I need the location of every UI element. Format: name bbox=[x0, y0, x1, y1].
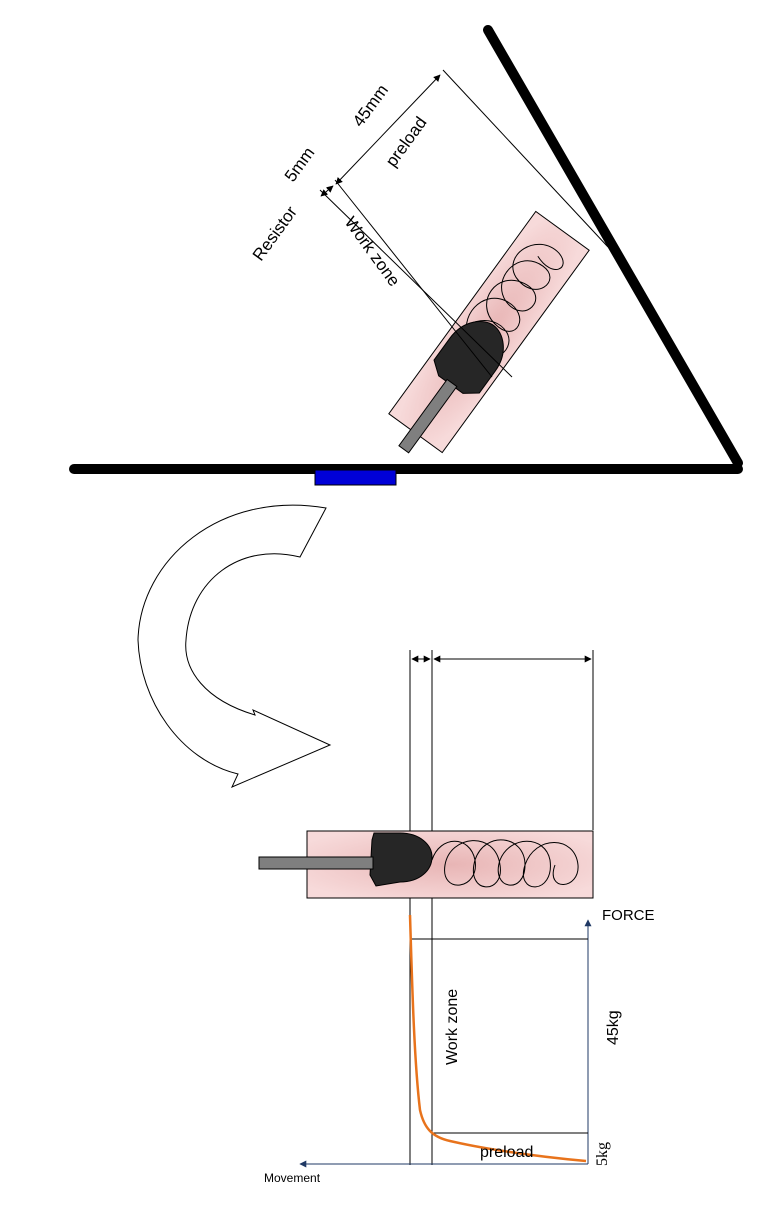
label-preload-top: preload bbox=[382, 113, 431, 170]
label-work-zone-graph: Work zone bbox=[444, 989, 461, 1065]
force-graph: FORCE 45kg 5kg Work zone preload Movemen… bbox=[264, 907, 655, 1185]
plunger-tip-angled bbox=[433, 321, 504, 394]
label-5mm: 5mm bbox=[281, 144, 319, 186]
label-resistor: Resistor bbox=[249, 202, 301, 264]
plunger-tip-horizontal bbox=[369, 832, 433, 887]
spring-housing-horizontal bbox=[258, 830, 594, 899]
resistor-block bbox=[314, 469, 397, 486]
dimension-lines-bottom bbox=[409, 650, 594, 1165]
force-curve bbox=[408, 914, 587, 1163]
rod-angled bbox=[398, 378, 458, 454]
label-preload-graph: preload bbox=[480, 1144, 533, 1161]
frame bbox=[69, 25, 743, 474]
spring-coils-horizontal bbox=[431, 839, 579, 888]
spring-housing-angled bbox=[388, 210, 590, 454]
label-45kg: 45kg bbox=[605, 1010, 622, 1045]
label-force: FORCE bbox=[602, 907, 655, 924]
rotation-arrow bbox=[137, 504, 332, 788]
label-work-zone-top: Work zone bbox=[341, 213, 404, 290]
label-5kg: 5kg bbox=[594, 1142, 611, 1166]
dimension-lines-top bbox=[319, 69, 609, 378]
rod-horizontal bbox=[258, 856, 374, 870]
label-movement: Movement bbox=[264, 1171, 321, 1185]
label-45mm: 45mm bbox=[349, 81, 392, 130]
